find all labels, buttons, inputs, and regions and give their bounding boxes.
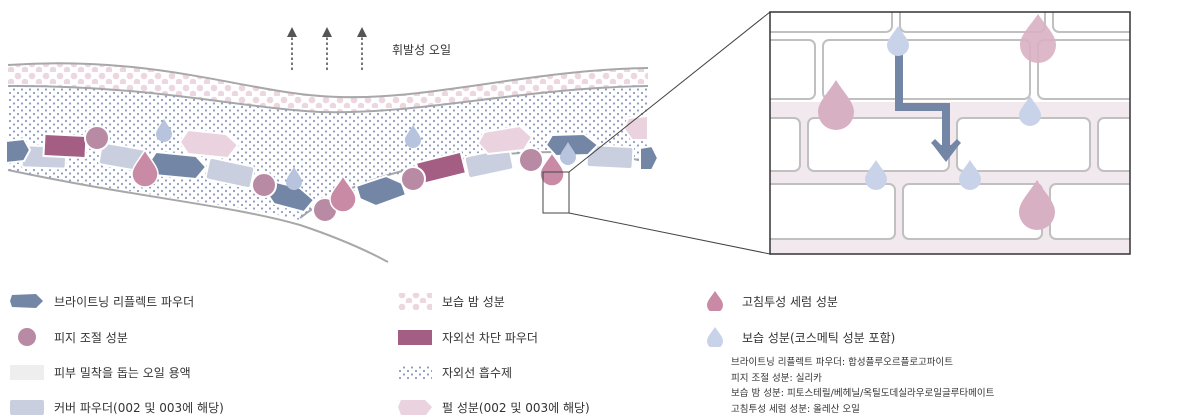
bright-powder bbox=[354, 174, 408, 208]
oil-swatch bbox=[10, 365, 44, 380]
moist-drop bbox=[1019, 96, 1041, 126]
skin-curve-outer bbox=[7, 169, 389, 263]
serum-drop bbox=[1020, 14, 1056, 63]
legend-label: 보습 성분(코스메틱 성분 포함) bbox=[742, 330, 896, 345]
moist-drop bbox=[405, 125, 421, 148]
note-line: 브라이트닝 리플렉트 파우더: 합성플루오르플로고파이트 bbox=[731, 357, 954, 368]
legend-uvabsorb: 자외선 흡수제 bbox=[398, 362, 512, 382]
moist-drop bbox=[286, 167, 302, 190]
note-line: 보습 밤 성분: 피토스테릴/베헤닐/옥틸도데실라우로일글루타메이트 bbox=[731, 388, 995, 399]
serum-drop bbox=[329, 174, 357, 213]
serum-drop-swatch bbox=[707, 291, 723, 311]
legend-label: 피부 밀착을 돕는 오일 용액 bbox=[54, 365, 191, 380]
serum-drop bbox=[539, 151, 565, 187]
legend-cover: 커버 파우더(002 및 003에 해당) bbox=[10, 397, 224, 417]
note-line: 고침투성 세럼 성분: 올레산 오일 bbox=[731, 403, 860, 415]
uv-absorber-layer bbox=[8, 85, 648, 220]
moist-drop bbox=[865, 160, 887, 190]
moist-drop bbox=[887, 26, 909, 56]
legend-bright: 브라이트닝 리플렉트 파우더 bbox=[10, 291, 194, 311]
uv-block-powder bbox=[42, 132, 88, 160]
sebum-particle bbox=[84, 125, 110, 151]
legend-label: 자외선 차단 파우더 bbox=[442, 330, 538, 345]
legend-sebum: 피지 조절 성분 bbox=[10, 327, 128, 347]
bright-powder-swatch bbox=[10, 294, 43, 308]
serum-drop bbox=[818, 80, 854, 130]
balm-swatch bbox=[398, 293, 432, 310]
cover-powder bbox=[204, 157, 256, 189]
bright-powder bbox=[544, 132, 600, 158]
zoom-panel bbox=[770, 12, 1130, 254]
penetration-arrow bbox=[895, 46, 950, 152]
legend-oil: 피부 밀착을 돕는 오일 용액 bbox=[10, 362, 191, 382]
focus-box bbox=[542, 171, 570, 214]
legend-label: 자외선 흡수제 bbox=[442, 365, 513, 380]
sebum-swatch bbox=[18, 328, 36, 346]
ingredient-notes: 브라이트닝 리플렉트 파우더: 합성플루오르플로고파이트 피지 조절 성분: 실… bbox=[731, 355, 994, 417]
serum-drop bbox=[1019, 180, 1055, 230]
bright-powder bbox=[639, 144, 660, 171]
balm-layer bbox=[8, 63, 648, 113]
note-line: 피지 조절 성분: 실리카 bbox=[731, 372, 822, 384]
bright-powder bbox=[5, 137, 32, 165]
uv-block-swatch bbox=[398, 330, 432, 345]
legend-label: 브라이트닝 리플렉트 파우더 bbox=[54, 294, 195, 309]
sebum-particle bbox=[400, 166, 426, 192]
legend-pearl: 펄 성분(002 및 003에 해당) bbox=[398, 397, 590, 417]
moist-drop bbox=[156, 119, 172, 142]
moist-drop-swatch bbox=[707, 327, 723, 347]
legend-label: 펄 성분(002 및 003에 해당) bbox=[442, 400, 590, 415]
legend-moist: 보습 성분(코스메틱 성분 포함) bbox=[698, 327, 895, 347]
cover-swatch bbox=[10, 400, 44, 415]
serum-drop bbox=[131, 148, 159, 188]
particle-band bbox=[5, 114, 660, 223]
legend-label: 피지 조절 성분 bbox=[54, 330, 128, 345]
legend-label: 고침투성 세럼 성분 bbox=[742, 294, 838, 309]
pearl-swatch bbox=[398, 400, 432, 415]
sebum-particle bbox=[251, 172, 277, 198]
legend-highpen: 고침투성 세럼 성분 bbox=[698, 291, 838, 311]
volatile-oil-label: 휘발성 오일 bbox=[392, 43, 451, 57]
legend-label: 보습 밤 성분 bbox=[442, 294, 505, 309]
moist-drop bbox=[959, 160, 981, 190]
moist-drop bbox=[560, 142, 576, 165]
uv-absorber-swatch bbox=[398, 365, 432, 380]
legend-uvblock: 자외선 차단 파우더 bbox=[398, 327, 538, 347]
legend-balm: 보습 밤 성분 bbox=[398, 291, 505, 311]
legend-label: 커버 파우더(002 및 003에 해당) bbox=[54, 400, 224, 415]
volatile-oil-arrows bbox=[287, 27, 367, 70]
pearl-particle bbox=[178, 128, 240, 160]
sebum-particle bbox=[518, 147, 544, 173]
